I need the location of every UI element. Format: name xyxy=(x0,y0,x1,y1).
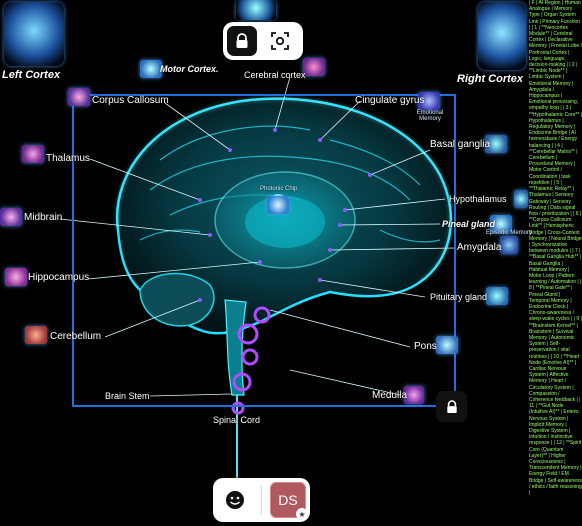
avatar-initials: DS xyxy=(278,492,298,508)
star-badge-icon: ★ xyxy=(296,508,308,520)
left-cortex-image xyxy=(4,2,64,66)
right-cortex-title: Right Cortex xyxy=(457,73,523,85)
brain-frame-selection[interactable] xyxy=(72,94,456,407)
hippocampus-label: Hippocampus xyxy=(28,272,90,283)
user-avatar[interactable]: DS ★ xyxy=(270,482,308,520)
circuit-nodes xyxy=(198,128,372,302)
midbrain-label: Midbrain xyxy=(24,212,63,223)
midbrain-thumb xyxy=(0,208,22,226)
top-center-brain-image xyxy=(236,0,276,20)
right-cortex-image xyxy=(478,2,526,70)
pituitary-gland-label: Pituitary gland xyxy=(430,292,488,302)
brain-stem-shape xyxy=(224,299,247,396)
toolbar-divider xyxy=(261,486,262,514)
bottom-toolbar: DS ★ xyxy=(213,478,310,522)
amygdala-thumb xyxy=(500,236,518,254)
capture-button[interactable] xyxy=(265,26,295,56)
cerebellum-shape xyxy=(139,272,215,327)
corpus-callosum-label: Corpus Callosum xyxy=(92,95,169,106)
sidebar-text-content: | F | AI Region | Human Analogue | Memor… xyxy=(529,0,582,497)
spinal-cord-label: Spinal Cord xyxy=(213,415,261,425)
lock-icon xyxy=(446,399,457,413)
amygdala-label: Amygdala xyxy=(457,242,502,253)
medulla-thumb xyxy=(404,386,424,404)
photonic-chip-thumb xyxy=(267,196,289,214)
emoji-button[interactable] xyxy=(217,482,253,518)
emotional-memory-label: Emotional Memory xyxy=(416,110,444,122)
left-cortex-title: Left Cortex xyxy=(2,69,61,81)
focus-capture-icon xyxy=(271,32,289,50)
hippocampus-thumb xyxy=(5,268,27,286)
corpus-callosum-thumb xyxy=(68,88,90,106)
episodic-memory-thumb xyxy=(490,215,512,233)
cerebellum-thumb xyxy=(25,326,47,344)
pineal-gland-label: Pineal gland xyxy=(442,219,496,229)
medulla-label: Medulla xyxy=(372,390,408,401)
lock-button[interactable] xyxy=(227,26,257,56)
gear-cluster xyxy=(231,306,271,415)
thalamus-label: Thalamus xyxy=(46,153,90,164)
emotional-memory-thumb xyxy=(418,92,440,110)
smiley-icon xyxy=(226,491,244,509)
pons-label: Pons xyxy=(414,341,437,352)
lock-icon xyxy=(236,33,248,48)
pons-thumb xyxy=(436,336,458,354)
cerebellum-label: Cerebellum xyxy=(50,331,102,342)
thalamus-thumb xyxy=(22,145,44,163)
photonic-chip-label: Photonic Chip xyxy=(260,186,298,192)
pituitary-thumb xyxy=(486,287,508,305)
cerebral-cortex-thumb xyxy=(303,58,325,76)
sidebar-table-text: | F | AI Region | Human Analogue | Memor… xyxy=(528,0,582,526)
cerebral-cortex-label: Cerebral cortex xyxy=(244,70,306,80)
cingulate-gyrus-label: Cingulate gyrus xyxy=(355,95,425,106)
top-toolbar xyxy=(223,22,303,60)
hypothalamus-thumb xyxy=(514,190,528,208)
hypothalamus-label: Hypothalamus xyxy=(449,194,507,204)
basal-ganglia-label: Basal ganglia xyxy=(430,139,491,150)
motor-cortex-label: Motor Cortex. xyxy=(160,64,219,74)
episodic-memory-label: Episodic Memory xyxy=(486,230,533,236)
motor-cortex-thumb xyxy=(140,60,162,78)
frame-lock-button[interactable] xyxy=(436,391,467,422)
brain-stem-label: Brain Stem xyxy=(105,391,150,401)
basal-ganglia-thumb xyxy=(485,135,507,153)
leader-lines xyxy=(59,76,456,397)
